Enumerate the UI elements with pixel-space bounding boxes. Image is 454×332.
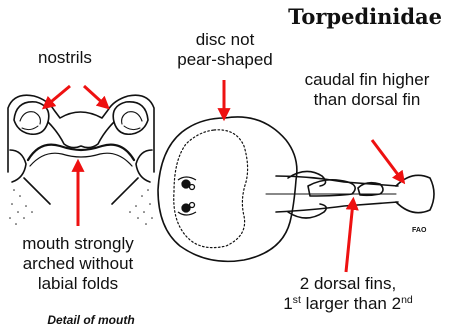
gill-stipple-texture [9, 189, 153, 225]
label-mouth-line-2: arched without [2, 254, 154, 274]
ray-eyes [178, 177, 196, 215]
arrow-caudal [372, 140, 402, 180]
dorsal-ordinal-1-suffix: st [293, 294, 301, 306]
label-disc-line-1: disc not [160, 30, 290, 50]
mouth-detail-caption: Detail of mouth [16, 313, 166, 327]
label-nostrils-text: nostrils [38, 48, 92, 67]
arrow-nostril-right [84, 86, 106, 106]
label-mouth: mouth strongly arched without labial fol… [2, 234, 154, 294]
label-mouth-line-3: labial folds [2, 274, 154, 294]
label-disc: disc not pear-shaped [160, 30, 290, 70]
label-dorsal-line-2: 1st larger than 2nd [250, 294, 446, 314]
arrow-dorsal-fins [346, 202, 353, 272]
label-disc-line-2: pear-shaped [160, 50, 290, 70]
dorsal-comparison-text: larger than 2 [301, 294, 401, 313]
ray-body-drawing [158, 117, 434, 261]
label-nostrils: nostrils [38, 48, 92, 68]
dorsal-ordinal-2-suffix: nd [401, 294, 413, 306]
label-dorsal-fins: 2 dorsal fins, 1st larger than 2nd [250, 274, 446, 314]
label-mouth-line-1: mouth strongly [2, 234, 154, 254]
label-caudal-line-2: than dorsal fin [288, 90, 446, 110]
arrow-nostril-left [46, 86, 70, 106]
fao-credit: FAO [412, 227, 427, 234]
dorsal-ordinal-1: 1 [283, 294, 292, 313]
label-dorsal-line-1: 2 dorsal fins, [250, 274, 446, 294]
label-caudal-line-1: caudal fin higher [288, 70, 446, 90]
mouth-detail-drawing [8, 95, 154, 204]
label-caudal: caudal fin higher than dorsal fin [288, 70, 446, 110]
family-title: Torpedinidae [288, 4, 442, 29]
